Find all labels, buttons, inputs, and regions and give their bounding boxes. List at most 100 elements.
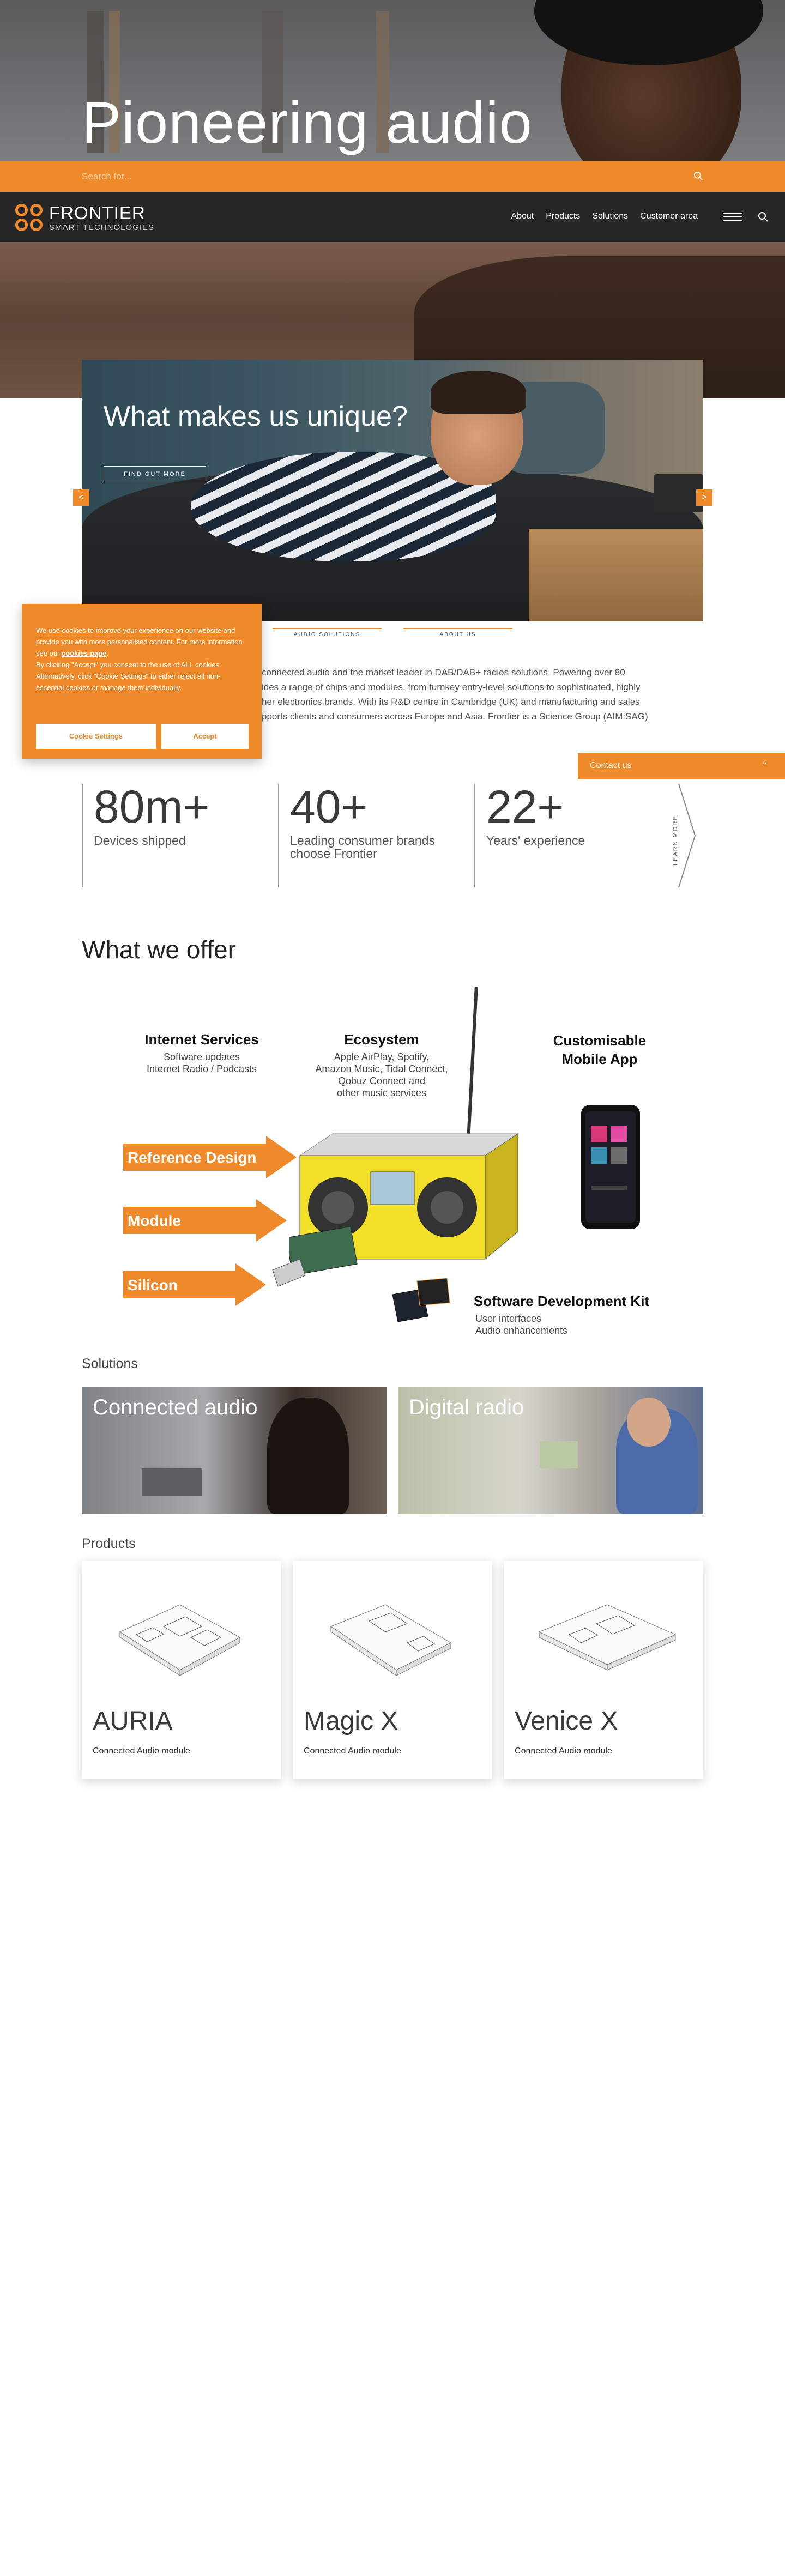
product-board-illustration — [119, 1604, 241, 1676]
hero-decor — [87, 11, 104, 153]
tab-about-us[interactable]: ABOUT US — [403, 628, 512, 638]
radio-illustration — [289, 1133, 519, 1276]
carousel-radio — [654, 474, 703, 512]
nav-link-solutions[interactable]: Solutions — [592, 211, 629, 221]
hamburger-menu-icon[interactable] — [723, 213, 742, 221]
product-description: Connected Audio module — [304, 1746, 401, 1756]
contact-us-tab[interactable]: Contact us ^ — [578, 753, 785, 779]
solution-card-title: Connected audio — [93, 1395, 258, 1419]
nav-links: About Products Solutions Customer area — [511, 211, 698, 221]
solution-card-image — [142, 1468, 202, 1496]
cookie-banner: We use cookies to improve your experienc… — [22, 604, 262, 759]
ecosystem-item: other music services — [336, 1087, 427, 1098]
intro-line: connected audio and the market leader in… — [262, 667, 625, 678]
solution-card-title: Digital radio — [409, 1395, 524, 1419]
carousel-table — [529, 529, 703, 621]
product-card-venice-x[interactable]: Venice X Connected Audio module — [504, 1561, 703, 1779]
product-name: Venice X — [515, 1707, 618, 1736]
carousel-tabs: AUDIO SOLUTIONS ABOUT US — [82, 628, 703, 640]
solution-card-connected-audio[interactable]: Connected audio — [82, 1387, 387, 1514]
internet-services-label: Internet Services — [144, 1031, 259, 1048]
offer-diagram: Internet Services Software updates Inter… — [82, 981, 703, 1357]
solution-card-image — [627, 1398, 671, 1447]
hero-decor — [262, 11, 283, 153]
module-label: Module — [128, 1212, 181, 1229]
feature-carousel: What makes us unique? FIND OUT MORE — [82, 360, 703, 621]
stat-value: 80m+ — [94, 781, 210, 832]
ecosystem-item: Amazon Music, Tidal Connect, — [315, 1063, 448, 1074]
hero-title: Pioneering audio — [82, 89, 533, 155]
hero-decor — [376, 11, 389, 153]
stat-label: Years' experience — [486, 833, 585, 848]
product-card-magic-x[interactable]: Magic X Connected Audio module — [293, 1561, 492, 1779]
cookie-text-part: . — [106, 649, 108, 657]
intro-line: pports clients and consumers across Euro… — [262, 711, 648, 722]
carousel-person-hair — [431, 371, 526, 414]
solutions-heading: Solutions — [82, 1356, 138, 1371]
cookie-text: We use cookies to improve your experienc… — [36, 625, 247, 659]
stat-devices: 80m+ Devices shipped — [82, 784, 267, 887]
nav-link-products[interactable]: Products — [546, 211, 581, 221]
search-input[interactable]: Search for... — [82, 171, 132, 182]
product-board-illustration — [330, 1604, 452, 1676]
product-card-auria[interactable]: AURIA Connected Audio module — [82, 1561, 281, 1779]
internet-services-item: Internet Radio / Podcasts — [146, 1063, 257, 1074]
sdk-item: User interfaces — [475, 1313, 542, 1324]
solution-card-image — [267, 1398, 349, 1514]
search-icon[interactable] — [693, 171, 703, 181]
ecosystem-item: Apple AirPlay, Spotify, — [334, 1051, 430, 1062]
cookie-text-part: We use cookies to improve your experienc… — [36, 626, 243, 657]
stats-section: 80m+ Devices shipped 40+ Leading consume… — [82, 784, 703, 887]
logo-tagline: SMART TECHNOLOGIES — [49, 223, 155, 232]
frontier-logo[interactable]: FRONTIER SMART TECHNOLOGIES — [15, 204, 154, 232]
accept-cookies-button[interactable]: Accept — [161, 724, 249, 749]
product-description: Connected Audio module — [93, 1746, 190, 1756]
intro-line: her electronics brands. With its R&D cen… — [262, 697, 640, 707]
logo-mark-icon — [15, 204, 44, 232]
ecosystem-sub: Apple AirPlay, Spotify, Amazon Music, Ti… — [300, 1051, 463, 1099]
mobile-phone-illustration — [581, 1105, 640, 1229]
search-bar[interactable]: Search for... — [0, 161, 785, 192]
mobile-app-label: Customisable Mobile App — [540, 1031, 660, 1068]
silicon-label: Silicon — [128, 1277, 178, 1293]
mobile-app-line: Customisable — [553, 1032, 647, 1049]
nav-search-icon[interactable] — [758, 211, 769, 222]
product-description: Connected Audio module — [515, 1746, 612, 1756]
carousel-title: What makes us unique? — [104, 401, 408, 432]
reference-design-label: Reference Design — [128, 1149, 257, 1166]
internet-services-item: Software updates — [163, 1051, 240, 1062]
carousel-next-button[interactable]: > — [696, 489, 712, 506]
ecosystem-label: Ecosystem — [344, 1031, 419, 1048]
sdk-illustration — [392, 1278, 450, 1322]
solution-card-image — [540, 1441, 578, 1468]
stat-label: Devices shipped — [94, 833, 186, 848]
product-board-illustration — [538, 1604, 677, 1671]
silicon-chip-illustration — [272, 1259, 306, 1287]
learn-more-arrow-icon[interactable] — [673, 784, 701, 887]
module-tag: Module — [123, 1199, 287, 1242]
ecosystem-item: Qobuz Connect and — [337, 1075, 426, 1086]
sdk-sub: User interfaces Audio enhancements — [475, 1313, 584, 1337]
solution-card-digital-radio[interactable]: Digital radio — [398, 1387, 703, 1514]
sdk-item: Audio enhancements — [475, 1325, 568, 1336]
cookie-settings-button[interactable]: Cookie Settings — [36, 724, 156, 749]
find-out-more-button[interactable]: FIND OUT MORE — [104, 466, 206, 482]
reference-design-tag: Reference Design — [123, 1136, 297, 1178]
products-heading: Products — [82, 1536, 136, 1551]
carousel-prev-button[interactable]: < — [73, 489, 89, 506]
product-name: AURIA — [93, 1707, 173, 1736]
learn-more-link[interactable]: LEARN MORE — [672, 815, 679, 866]
mobile-app-line: Mobile App — [561, 1051, 638, 1067]
stat-years: 22+ Years' experience — [474, 784, 654, 887]
cookie-consent-text: By clicking "Accept" you consent to the … — [36, 661, 221, 692]
silicon-tag: Silicon — [123, 1263, 266, 1306]
intro-paragraph: connected audio and the market leader in… — [82, 665, 692, 724]
intro-line: ides a range of chips and modules, from … — [262, 682, 641, 692]
cookies-page-link[interactable]: cookies page — [61, 649, 107, 657]
nav-link-customer-area[interactable]: Customer area — [640, 211, 698, 221]
nav-link-about[interactable]: About — [511, 211, 534, 221]
stat-value: 22+ — [486, 781, 564, 832]
sdk-label: Software Development Kit — [473, 1293, 650, 1309]
stat-brands: 40+ Leading consumer brands choose Front… — [278, 784, 458, 887]
tab-audio-solutions[interactable]: AUDIO SOLUTIONS — [273, 628, 382, 638]
